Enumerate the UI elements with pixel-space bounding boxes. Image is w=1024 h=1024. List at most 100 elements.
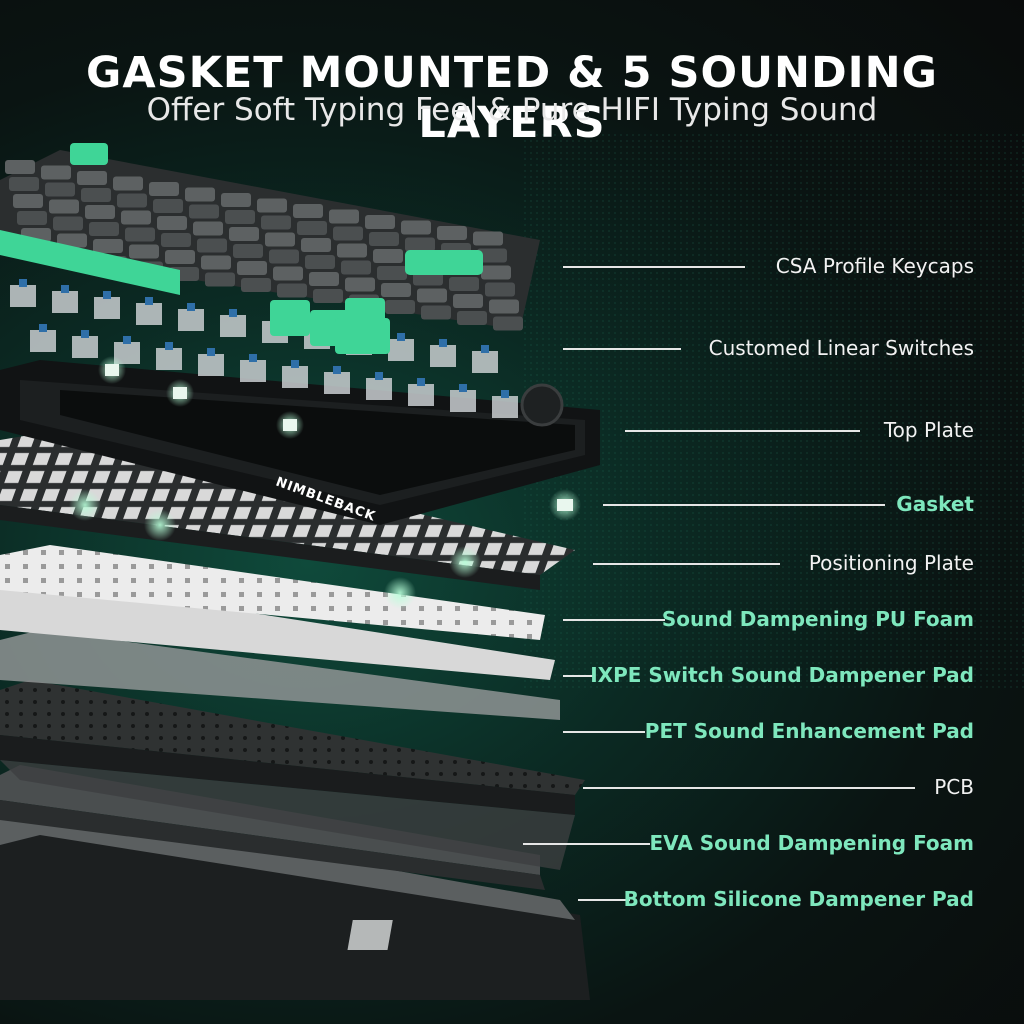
keycap: [229, 227, 259, 241]
keycap: [365, 215, 395, 229]
switch-housing: [178, 309, 204, 331]
switch-housing: [366, 378, 392, 400]
switch-housing: [492, 396, 518, 418]
keycap: [341, 260, 371, 275]
page-subtitle: Offer Soft Typing Feel & Pure HIFI Typin…: [146, 92, 878, 128]
keycap: [193, 221, 223, 236]
keycap: [161, 233, 191, 247]
keycap: [205, 272, 235, 287]
layer-label-eva: EVA Sound Dampening Foam: [649, 831, 974, 855]
keycap: [13, 194, 43, 208]
switch-stem: [291, 360, 299, 368]
switch-stem: [481, 345, 489, 353]
layer-label-gasket: Gasket: [896, 492, 974, 516]
keycap: [257, 198, 287, 213]
switch-stem: [61, 285, 69, 293]
keycap: [385, 300, 415, 314]
escape-key: [70, 143, 108, 165]
keycap: [421, 305, 451, 320]
pu-foam-layer: [0, 545, 545, 640]
switch-housing: [72, 336, 98, 358]
keycap: [449, 277, 479, 291]
keycap: [157, 216, 187, 230]
keycap: [165, 250, 195, 264]
keycap: [473, 231, 503, 246]
leader-line-pet: [563, 731, 645, 733]
switch-housing: [156, 348, 182, 370]
layer-label-keycaps: CSA Profile Keycaps: [775, 254, 974, 278]
keycap: [273, 266, 303, 281]
keycap: [45, 182, 75, 197]
switch-housing: [10, 285, 36, 307]
keycap: [197, 238, 227, 253]
keycap: [333, 226, 363, 241]
keycap: [377, 266, 407, 280]
switch-stem: [417, 378, 425, 386]
keycap: [201, 255, 231, 270]
layer-label-ixpe: IXPE Switch Sound Dampener Pad: [590, 663, 974, 687]
keycap: [41, 165, 71, 180]
arrow-key-right: [335, 318, 390, 354]
switch-housing: [408, 384, 434, 406]
keycap: [301, 238, 331, 252]
pcb-layer: [0, 680, 585, 870]
keycap: [373, 249, 403, 263]
switch-stem: [375, 372, 383, 380]
switch-housing: [388, 339, 414, 361]
keycap: [381, 283, 411, 297]
pet-pad-layer: [0, 630, 560, 720]
positioning-plate: [0, 430, 575, 590]
volume-knob-icon: [520, 383, 564, 427]
ixpe-pad-layer: [0, 580, 555, 680]
switch-stem: [439, 339, 447, 347]
keycap: [9, 177, 39, 191]
keycap: [241, 278, 271, 292]
keycap: [225, 210, 255, 224]
leader-line-keycaps: [563, 266, 745, 268]
keycap: [313, 289, 343, 303]
keycap: [457, 311, 487, 325]
keycap: [261, 215, 291, 230]
switch-housing: [430, 345, 456, 367]
layer-label-top-plate: Top Plate: [883, 418, 974, 442]
enter-key: [405, 250, 483, 275]
switch-housing: [198, 354, 224, 376]
keycap: [113, 176, 143, 191]
layer-label-pet: PET Sound Enhancement Pad: [644, 719, 974, 743]
keycap: [337, 243, 367, 258]
switch-stem: [39, 324, 47, 332]
keycap: [329, 209, 359, 224]
switch-stem: [81, 330, 89, 338]
keycap: [89, 222, 119, 236]
keycap: [149, 182, 179, 196]
switch-stem: [207, 348, 215, 356]
switch-stem: [459, 384, 467, 392]
keycap: [53, 216, 83, 231]
keycap: [489, 299, 519, 314]
switch-stem: [187, 303, 195, 311]
keycap: [49, 199, 79, 214]
keycap: [17, 211, 47, 225]
layer-label-switches: Customed Linear Switches: [708, 336, 974, 360]
switch-stem: [249, 354, 257, 362]
keycap: [57, 233, 87, 248]
keycap: [309, 272, 339, 286]
leader-line-pcb: [583, 787, 915, 789]
keycap: [129, 244, 159, 259]
keycap: [5, 160, 35, 174]
keycap: [269, 249, 299, 264]
keycap: [277, 283, 307, 298]
switch-housing: [30, 330, 56, 352]
keycap: [493, 316, 523, 331]
switch-stem: [123, 336, 131, 344]
keycap: [221, 193, 251, 207]
keycap: [237, 261, 267, 275]
layer-label-bottom-pad: Bottom Silicone Dampener Pad: [623, 887, 974, 911]
switch-housing: [114, 342, 140, 364]
switch-housing: [450, 390, 476, 412]
keycap: [117, 193, 147, 208]
keycap: [93, 239, 123, 253]
switch-stem: [501, 390, 509, 398]
leader-line-ixpe: [563, 675, 593, 677]
